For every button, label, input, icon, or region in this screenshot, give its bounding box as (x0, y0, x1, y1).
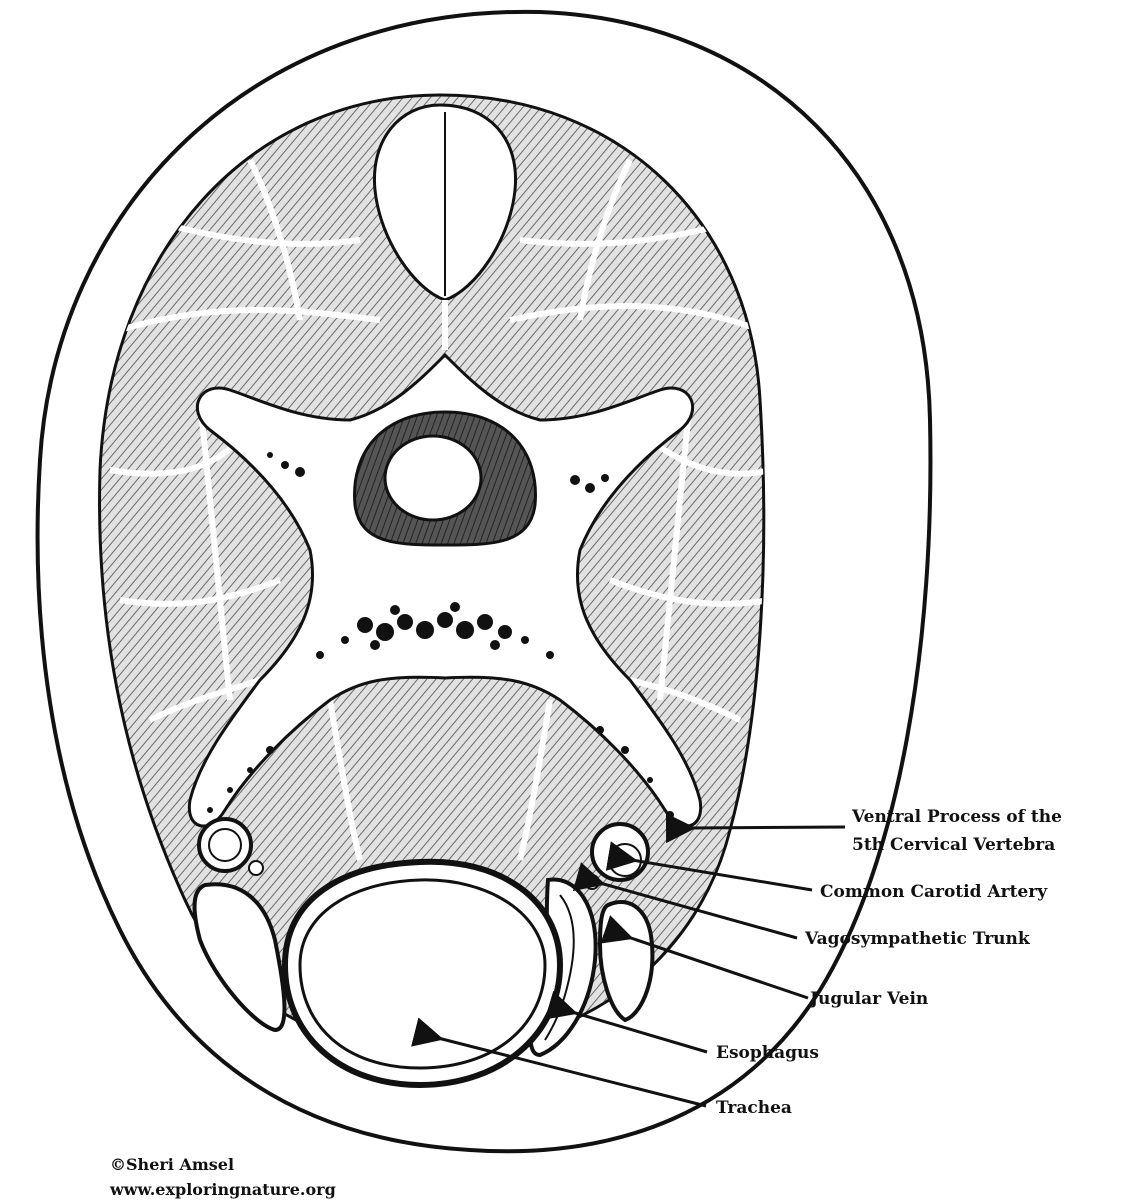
leader-common-carotid (605, 841, 813, 892)
spinal-canal (383, 434, 483, 522)
label-ventral-process-line1: Ventral Process of the (851, 807, 1062, 827)
label-jugular: Jugular Vein (808, 989, 928, 1009)
leader-esophagus (544, 990, 708, 1054)
common-carotid-artery (590, 822, 650, 882)
label-ventral-process-line2: 5th Cervical Vertebra (852, 835, 1055, 855)
cervical-vertebra (187, 352, 703, 828)
dorsal-ligament (372, 103, 518, 302)
leader-jugular (600, 915, 809, 1000)
left-vessels (192, 817, 287, 1033)
credit-website: www.exploringnature.org (109, 1180, 336, 1199)
bone-texture (207, 452, 674, 819)
muscle-divisions (109, 158, 764, 861)
leader-ventral-process (665, 813, 846, 844)
vagosympathetic-trunk (584, 874, 600, 890)
leader-trachea (411, 1017, 707, 1108)
label-common-carotid: Common Carotid Artery (820, 882, 1048, 902)
label-esophagus: Esophagus (716, 1043, 819, 1063)
credit-author: ©Sheri Amsel (110, 1155, 234, 1174)
label-trachea: Trachea (716, 1098, 792, 1118)
leader-vagosympathetic (572, 862, 798, 940)
label-vagosympathetic: Vagosympathetic Trunk (804, 929, 1031, 949)
